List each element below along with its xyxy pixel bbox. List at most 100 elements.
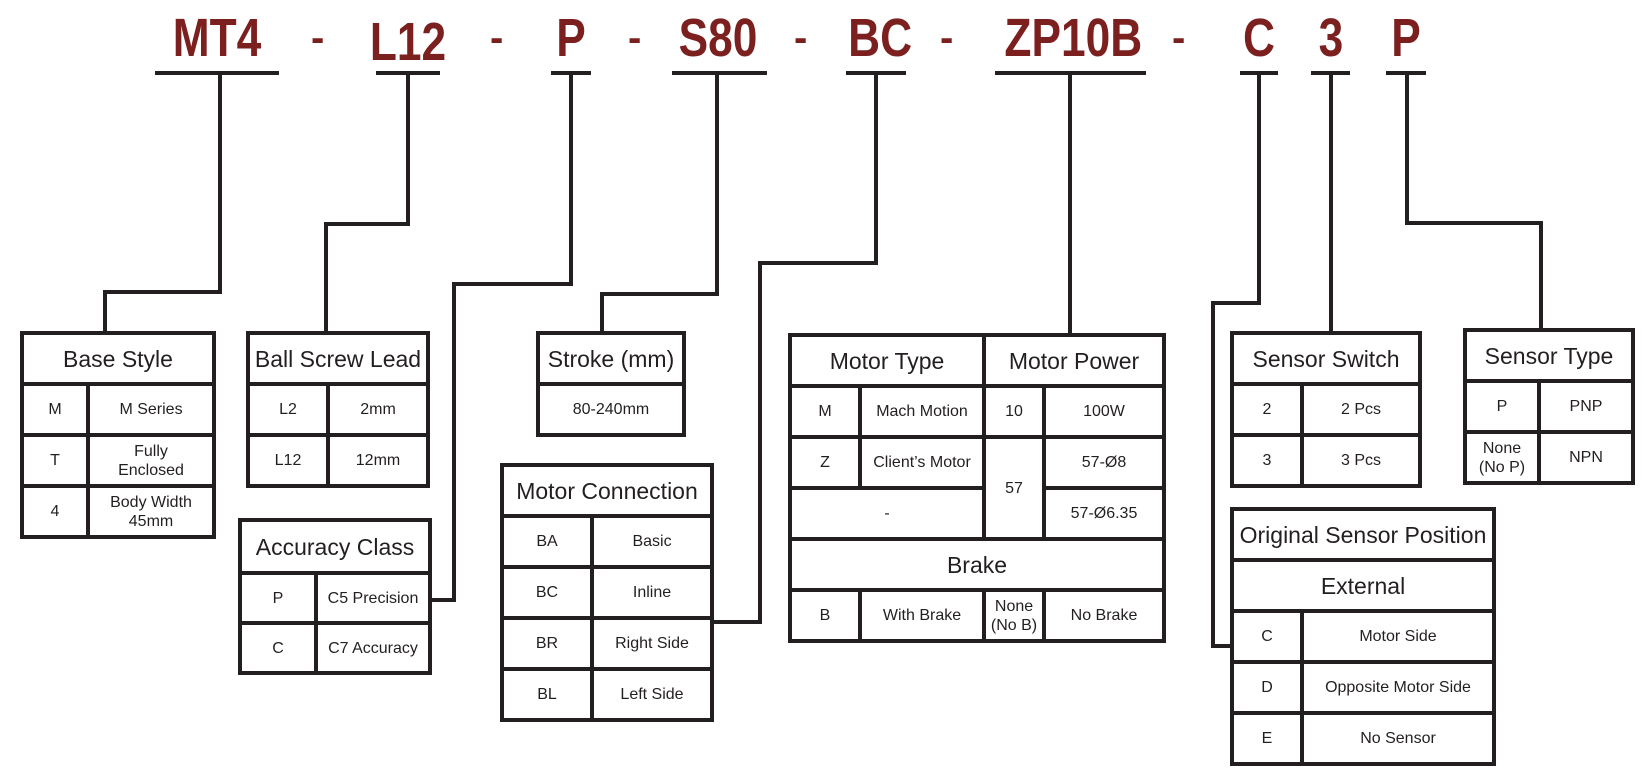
code-segment-base-style: MT4 bbox=[172, 8, 262, 68]
option-code: P bbox=[238, 571, 318, 625]
table-title: Sensor Type bbox=[1463, 328, 1635, 383]
code-segment-sensor-position: C bbox=[1243, 8, 1275, 68]
table-title: Original Sensor Position bbox=[1230, 507, 1496, 562]
brake-code: B bbox=[788, 588, 862, 643]
table-row: - 57-Ø6.35 bbox=[787, 486, 1166, 541]
option-code: BR bbox=[500, 616, 594, 671]
table-title: Ball Screw Lead bbox=[246, 331, 430, 386]
table-row: M Mach Motion 10 100W bbox=[788, 384, 1166, 439]
option-code: L2 bbox=[246, 382, 330, 437]
option-desc: Opposite Motor Side bbox=[1300, 660, 1496, 715]
option-desc: Right Side bbox=[590, 616, 714, 671]
code-separator: - bbox=[1172, 16, 1186, 60]
table-title: Stroke (mm) bbox=[536, 331, 686, 386]
table-row: None (No P)NPN bbox=[1463, 430, 1635, 485]
option-desc: Body Width 45mm bbox=[86, 484, 216, 539]
connector-sensor-position bbox=[1211, 73, 1261, 648]
option-code: D bbox=[1230, 660, 1304, 715]
code-segment-accuracy-class: P bbox=[556, 8, 586, 68]
brake-desc: No Brake bbox=[1042, 588, 1166, 643]
option-code: C bbox=[238, 621, 318, 675]
option-desc: 2 Pcs bbox=[1300, 382, 1422, 437]
code-segment-motor: ZP10B bbox=[1004, 8, 1143, 68]
connector-motor-connection bbox=[712, 73, 878, 624]
motor-type-title: Motor Type bbox=[787, 333, 987, 388]
brake-code: None (No B) bbox=[982, 588, 1047, 643]
option-desc: C5 Precision bbox=[314, 571, 432, 625]
option-desc: 3 Pcs bbox=[1300, 433, 1422, 488]
option-code: None (No P) bbox=[1463, 430, 1541, 485]
code-separator: - bbox=[311, 16, 325, 60]
option-desc: C7 Accuracy bbox=[314, 621, 432, 675]
option-code: 2 bbox=[1230, 382, 1304, 437]
option-desc: PNP bbox=[1537, 379, 1635, 434]
option-code: 4 bbox=[20, 484, 90, 539]
motor-type-code: Z bbox=[788, 435, 862, 490]
option-code: 3 bbox=[1230, 433, 1304, 488]
motor-power-desc: 57-Ø8 bbox=[1042, 435, 1166, 490]
option-desc: NPN bbox=[1537, 430, 1635, 485]
table-title: Accuracy Class bbox=[238, 518, 432, 575]
motor-power-title: Motor Power bbox=[982, 333, 1166, 388]
option-desc: No Sensor bbox=[1300, 711, 1496, 766]
option-desc: M Series bbox=[86, 382, 216, 437]
code-segment-sensor-type: P bbox=[1391, 8, 1421, 68]
code-segment-sensor-switch: 3 bbox=[1318, 8, 1344, 68]
option-code: BA bbox=[500, 514, 594, 569]
option-desc: Fully Enclosed bbox=[86, 433, 216, 488]
table-row: Z Client’s Motor 57 57-Ø8 bbox=[788, 435, 1166, 541]
option-desc: Basic bbox=[590, 514, 714, 569]
table-title: Motor Connection bbox=[500, 463, 714, 518]
option-code: E bbox=[1230, 711, 1304, 766]
option-code: L12 bbox=[246, 433, 330, 488]
table-subtitle: External bbox=[1230, 558, 1496, 613]
stroke-range: 80-240mm bbox=[536, 382, 686, 437]
motor-table: Motor Type Motor Power M Mach Motion 10 … bbox=[787, 333, 1166, 643]
option-code: T bbox=[20, 433, 90, 488]
connector-sensor-type bbox=[1405, 73, 1543, 330]
table-title: Sensor Switch bbox=[1230, 331, 1422, 386]
motor-type-code: M bbox=[788, 384, 862, 439]
option-code: BL bbox=[500, 667, 594, 722]
motor-type-desc: Mach Motion bbox=[857, 384, 987, 439]
option-code: M bbox=[20, 382, 90, 437]
brake-title: Brake bbox=[788, 537, 1166, 592]
connector-ball-screw bbox=[324, 73, 410, 332]
motor-power-code: 57 bbox=[982, 435, 1047, 541]
connector-base-style bbox=[103, 73, 222, 332]
motor-type-desc: Client’s Motor bbox=[857, 435, 987, 490]
table-row: 80-240mm bbox=[536, 382, 686, 437]
option-desc: Inline bbox=[590, 565, 714, 620]
option-code: C bbox=[1230, 609, 1304, 664]
code-segment-ball-screw-lead: L12 bbox=[369, 12, 447, 72]
stroke-table: Stroke (mm) 80-240mm bbox=[536, 331, 686, 437]
option-desc: 2mm bbox=[326, 382, 430, 437]
option-desc: Motor Side bbox=[1300, 609, 1496, 664]
connector-stroke bbox=[600, 73, 719, 332]
motor-type-code: - bbox=[787, 486, 987, 541]
table-row: B With Brake None (No B) No Brake bbox=[788, 588, 1166, 643]
option-desc: Left Side bbox=[590, 667, 714, 722]
option-desc: 12mm bbox=[326, 433, 430, 488]
motor-power-code: 10 bbox=[982, 384, 1047, 439]
